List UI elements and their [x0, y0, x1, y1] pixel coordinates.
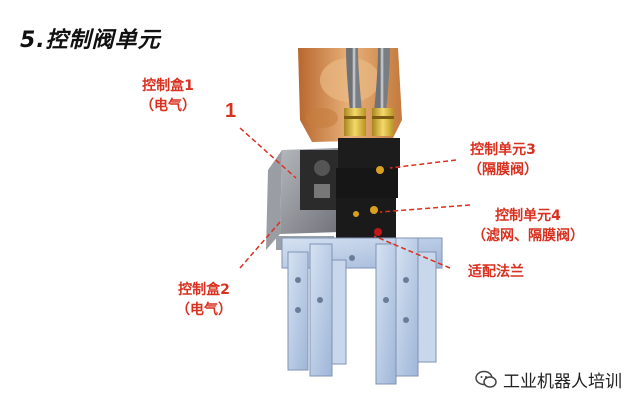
label-control-unit-4: 控制单元4 （滤网、隔膜阀） — [472, 206, 584, 246]
label-line: （滤网、隔膜阀） — [472, 228, 584, 244]
air-hoses — [344, 47, 394, 136]
label-line: （电气） — [176, 302, 232, 318]
watermark: 工业机器人培训 — [475, 367, 622, 392]
label-line: 控制盒2 — [178, 282, 230, 298]
label-line: （隔膜阀） — [468, 162, 538, 178]
label-line: 控制盒1 — [142, 78, 194, 94]
valve-units — [336, 138, 400, 238]
label-control-unit-3: 控制单元3 （隔膜阀） — [468, 140, 538, 180]
leader-lines — [239, 127, 471, 269]
label-line: （电气） — [140, 98, 196, 114]
watermark-text: 工业机器人培训 — [503, 372, 622, 392]
label-control-box-1: 控制盒1 （电气） — [140, 76, 196, 116]
label-control-box-2: 控制盒2 （电气） — [176, 280, 232, 320]
gripper-fingers — [281, 237, 443, 385]
label-adapter-flange: 适配法兰 — [468, 264, 524, 280]
wechat-icon — [475, 370, 497, 388]
control-box — [266, 148, 340, 250]
callout-number: 1 — [225, 100, 237, 122]
page-title: 5.控制阀单元 — [20, 28, 161, 53]
label-line: 控制单元3 — [470, 142, 536, 158]
label-line: 控制单元4 — [495, 208, 561, 224]
